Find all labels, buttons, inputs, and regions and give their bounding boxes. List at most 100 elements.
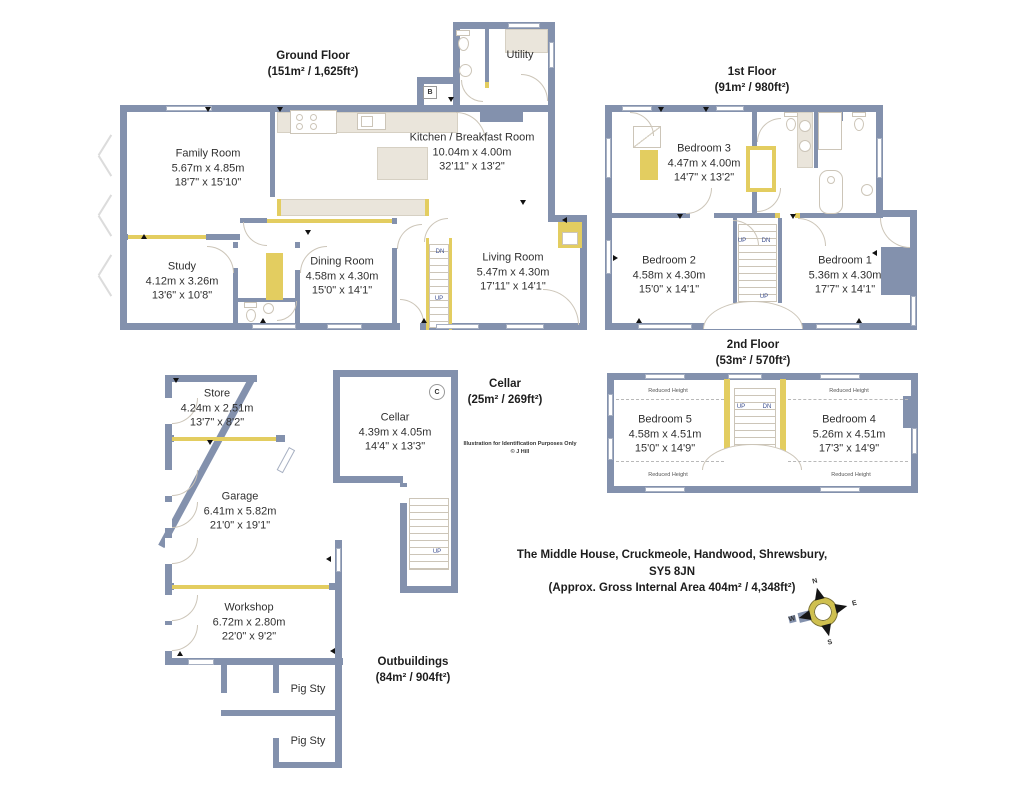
room-label-bedroom-1: Bedroom 1 5.36m x 4.30m 17'7" x 14'1": [809, 253, 882, 297]
chimney-breast: [266, 253, 283, 300]
half-wall: [128, 235, 206, 239]
window: [506, 324, 544, 329]
cellar-heading: Cellar (25m² / 269ft²): [468, 377, 543, 408]
door-opening: [165, 398, 172, 424]
room-label-study: Study 4.12m x 3.26m 13'6" x 10'8": [146, 259, 219, 303]
room-dim-metric: 4.39m x 4.05m: [358, 425, 432, 438]
wall: [607, 486, 918, 493]
wall-marker: [520, 200, 526, 205]
wall: [165, 435, 174, 442]
address-line-1: The Middle House, Cruckmeole, Handwood, …: [516, 549, 828, 561]
window: [606, 240, 611, 274]
wall: [333, 476, 403, 483]
room-name: Bedroom 2: [642, 254, 696, 267]
hob-ring: [310, 123, 317, 130]
hob-ring: [296, 123, 303, 130]
window: [608, 438, 613, 460]
disclaimer-line-1: Illustration for Identification Purposes…: [463, 441, 577, 447]
door-arc: [397, 224, 422, 249]
room-name: Bedroom 5: [638, 413, 692, 426]
door-arc: [461, 80, 483, 102]
wall: [910, 210, 917, 330]
wall: [240, 218, 267, 223]
room-name: Utility: [506, 48, 534, 61]
compass-north-pointer: [812, 586, 825, 601]
toilet-bowl: [786, 118, 796, 131]
wall: [605, 213, 690, 218]
chimney-breast: [640, 150, 658, 180]
door-opening: [165, 470, 172, 496]
room-dim-metric: 4.58m x 4.30m: [305, 269, 379, 282]
wall: [417, 77, 424, 108]
reduced-height-label: Reduced Height: [831, 472, 871, 478]
reduced-height-line: [788, 399, 908, 400]
boiler-badge: B: [423, 86, 437, 99]
door-opening: [400, 323, 420, 330]
wall-marker: [636, 318, 642, 323]
room-dim-metric: 5.67m x 4.85m: [171, 161, 245, 174]
wall: [800, 213, 883, 218]
wall: [273, 762, 342, 768]
door-arc: [172, 595, 198, 621]
wall-marker: [856, 318, 862, 323]
toilet-cistern: [456, 30, 470, 36]
disclaimer-line-2: © J Hill: [510, 449, 530, 455]
wall: [273, 665, 279, 693]
shower: [818, 112, 842, 150]
room-name: Kitchen / Breakfast Room: [409, 131, 535, 144]
room-name: Family Room: [175, 147, 241, 160]
compass-label-s: S: [826, 638, 834, 647]
room-name: Workshop: [224, 601, 274, 614]
wall: [273, 738, 279, 764]
door-jamb: [277, 199, 281, 216]
floor-area: (84m² / 904ft²): [375, 671, 451, 684]
cellar-badge: C: [429, 384, 445, 400]
window: [606, 138, 611, 178]
reduced-height-line: [616, 399, 724, 400]
window: [911, 296, 916, 326]
room-dim-imperial: 13'7" x 8'2": [189, 416, 245, 429]
room-name: Store: [203, 387, 231, 400]
room-label-utility: Utility: [507, 48, 534, 63]
room-dim-metric: 5.47m x 4.30m: [476, 265, 550, 278]
room-name: Pig Sty: [290, 682, 326, 695]
wall-marker: [260, 318, 266, 323]
door-opening: [165, 625, 172, 651]
wall: [607, 373, 614, 493]
window: [166, 106, 212, 111]
stair-label-up: UP: [432, 549, 442, 555]
wall: [417, 77, 453, 84]
partition: [172, 437, 279, 441]
basin: [459, 64, 472, 77]
wall-marker: [330, 648, 335, 654]
wall: [733, 218, 737, 303]
wall: [165, 583, 174, 590]
door-arc: [757, 188, 781, 212]
wall: [548, 215, 587, 222]
hob-ring: [310, 114, 317, 121]
wall: [120, 105, 555, 112]
staircase: [429, 244, 449, 328]
door-arc: [172, 625, 198, 651]
door-jamb: [775, 213, 780, 218]
wall-marker: [326, 556, 331, 562]
window-chevron: [97, 275, 112, 297]
window: [436, 324, 479, 329]
wall: [333, 370, 458, 377]
basin: [263, 303, 274, 314]
window: [728, 374, 762, 379]
toilet-cistern: [244, 302, 257, 308]
room-label-living-room: Living Room 5.47m x 4.30m 17'11" x 14'1": [477, 250, 550, 294]
compass-label-w: W: [788, 614, 797, 624]
window: [645, 487, 685, 492]
wall-marker: [448, 97, 454, 102]
room-label-workshop: Workshop 6.72m x 2.80m 22'0" x 9'2": [213, 600, 286, 644]
toilet-bowl: [246, 309, 256, 322]
compass-west-pointer: [797, 610, 812, 623]
wall: [451, 370, 458, 593]
wall-marker: [173, 378, 179, 383]
wall: [400, 483, 407, 593]
room-dim-imperial: 18'7" x 15'10": [174, 176, 242, 189]
stair-label-dn: DN: [761, 238, 771, 244]
wall: [270, 112, 275, 197]
